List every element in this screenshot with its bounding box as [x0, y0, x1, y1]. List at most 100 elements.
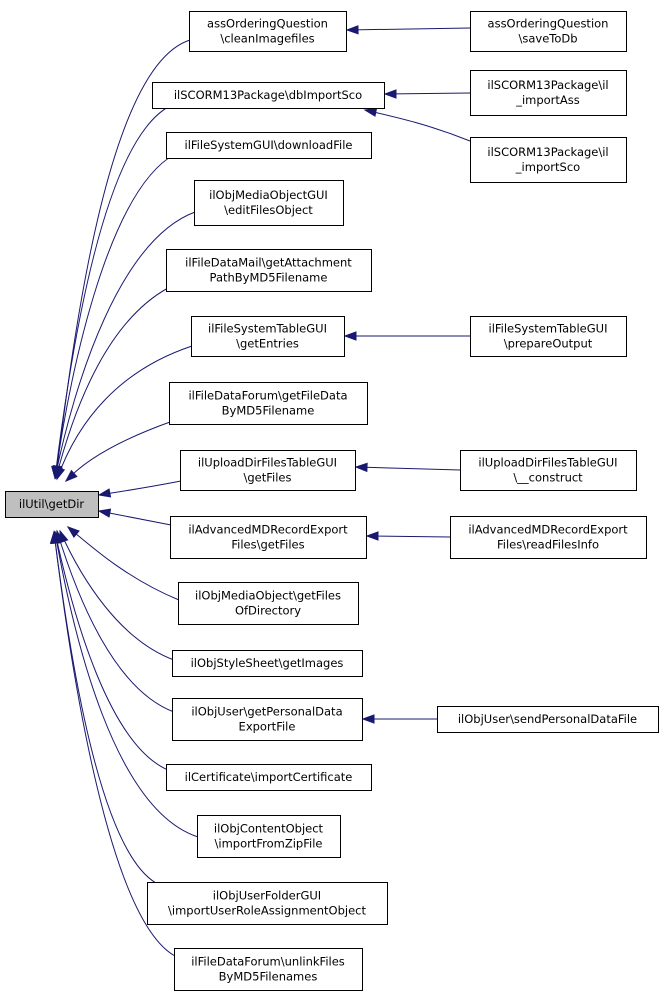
node-label: assOrderingQuestion [488, 17, 609, 31]
node-box [197, 815, 341, 858]
node-label: \__construct [513, 471, 583, 485]
node-label: ilUploadDirFilesTableGUI [478, 456, 617, 470]
edge-a9-root-arrowhead [97, 508, 112, 518]
node-label: \importFromZipFile [215, 837, 323, 851]
node-b1[interactable]: assOrderingQuestion\saveToDb [470, 11, 627, 52]
node-a4[interactable]: ilObjMediaObjectGUI\editFilesObject [194, 180, 344, 226]
node-label: ilFileSystemTableGUI [208, 322, 327, 336]
node-b4[interactable]: ilFileSystemTableGUI\prepareOutput [470, 316, 627, 357]
edge-a8-root-arrowhead [97, 488, 112, 498]
node-box [169, 382, 368, 425]
edge-b2-a2-arrowhead [383, 89, 397, 99]
node-label: ilObjMediaObjectGUI [209, 188, 328, 202]
node-b2[interactable]: ilSCORM13Package\il_importAss [470, 70, 627, 116]
node-label: ilSCORM13Package\il [487, 78, 608, 92]
edge-b2-a2 [384, 92, 471, 95]
edge-b5-a8-arrowhead [354, 462, 368, 473]
edge-a10-root-arrowhead [66, 526, 80, 538]
node-a14[interactable]: ilObjContentObject\importFromZipFile [197, 815, 341, 858]
node-label: ilAdvancedMDRecordExport [468, 523, 628, 537]
node-a2[interactable]: ilSCORM13Package\dbImportSco [152, 82, 385, 109]
node-label: \cleanImagefiles [220, 32, 314, 46]
graph-edges [49, 25, 471, 957]
node-label: \importUserRoleAssignmentObject [168, 904, 366, 918]
edge-a8-root [98, 480, 182, 496]
edge-a6-root-arrowhead [56, 466, 66, 481]
node-label: ilFileDataForum\unlinkFiles [191, 955, 345, 969]
node-label: ilCertificate\importCertificate [185, 770, 353, 784]
node-b7[interactable]: ilObjUser\sendPersonalDataFile [437, 706, 659, 733]
node-label: _importSco [515, 160, 580, 174]
node-box [166, 132, 372, 159]
edge-b6-a9-arrowhead [365, 531, 379, 541]
node-box [460, 450, 637, 491]
node-label: ilAdvancedMDRecordExport [188, 523, 348, 537]
edge-a6-root [56, 345, 193, 480]
node-label: OfDirectory [235, 604, 301, 618]
node-label: \getFiles [244, 471, 292, 485]
node-label: \getEntries [236, 337, 299, 351]
node-a1[interactable]: assOrderingQuestion\cleanImagefiles [189, 11, 347, 52]
node-a3[interactable]: ilFileSystemGUI\downloadFile [166, 132, 372, 159]
edge-b7-a12-arrowhead [361, 714, 375, 724]
node-b6[interactable]: ilAdvancedMDRecordExportFiles\readFilesI… [450, 516, 647, 559]
node-label: ilUtil\getDir [19, 497, 85, 511]
node-box [166, 249, 372, 292]
edge-a14-root [54, 531, 199, 838]
node-label: ilFileDataMail\getAttachment [185, 256, 352, 270]
node-box [170, 516, 367, 559]
node-label: ilSCORM13Package\il [487, 145, 608, 159]
graph-nodes: ilUtil\getDirassOrderingQuestion\cleanIm… [5, 11, 659, 991]
node-label: \editFilesObject [224, 203, 313, 217]
node-b5[interactable]: ilUploadDirFilesTableGUI\__construct [460, 450, 637, 491]
edge-a7-root-arrowhead [64, 469, 78, 482]
edge-b4-a6-arrowhead [343, 331, 357, 341]
node-label: ilObjUser\sendPersonalDataFile [458, 712, 637, 726]
node-box [172, 698, 363, 741]
node-box [5, 491, 99, 518]
node-box [470, 70, 627, 116]
node-label: _importAss [515, 93, 580, 107]
edge-b1-a1 [346, 27, 471, 31]
node-box [152, 82, 385, 109]
edge-b5-a8 [355, 466, 461, 471]
node-label: ilFileDataForum\getFileData [188, 389, 347, 403]
node-label: ilObjMediaObject\getFiles [195, 589, 341, 603]
node-a5[interactable]: ilFileDataMail\getAttachmentPathByMD5Fil… [166, 249, 372, 292]
node-label: ilObjUserFolderGUI [213, 889, 321, 903]
node-b3[interactable]: ilSCORM13Package\il_importSco [470, 137, 627, 183]
node-label: \saveToDb [518, 32, 577, 46]
node-label: ExportFile [239, 720, 296, 734]
edge-a4-root [54, 211, 196, 479]
node-box [450, 516, 647, 559]
edge-a3-root [54, 153, 176, 479]
node-a11[interactable]: ilObjStyleSheet\getImages [172, 650, 363, 677]
node-a8[interactable]: ilUploadDirFilesTableGUI\getFiles [180, 450, 356, 491]
node-root[interactable]: ilUtil\getDir [5, 491, 99, 518]
edge-b6-a9 [366, 535, 451, 538]
node-label: assOrderingQuestion [207, 17, 328, 31]
node-a6[interactable]: ilFileSystemTableGUI\getEntries [191, 316, 345, 357]
node-box [194, 180, 344, 226]
node-a15[interactable]: ilObjUserFolderGUI\importUserRoleAssignm… [147, 882, 388, 925]
node-label: ilObjUser\getPersonalData [191, 705, 342, 719]
edge-a7-root [65, 421, 171, 482]
edge-a12-root [56, 530, 175, 713]
node-label: ByMD5Filename [222, 404, 315, 418]
node-box [178, 582, 359, 625]
edge-a5-root [55, 287, 169, 479]
edge-b1-a1-arrowhead [345, 25, 359, 35]
node-label: ilFileSystemGUI\downloadFile [185, 138, 353, 152]
node-box [191, 316, 345, 357]
node-label: ilUploadDirFilesTableGUI [198, 456, 337, 470]
node-label: Files\readFilesInfo [497, 538, 599, 552]
node-label: ilObjContentObject [214, 822, 324, 836]
node-a13[interactable]: ilCertificate\importCertificate [166, 764, 372, 791]
edge-a11-root [59, 530, 175, 661]
node-a16[interactable]: ilFileDataForum\unlinkFilesByMD5Filename… [174, 948, 363, 991]
